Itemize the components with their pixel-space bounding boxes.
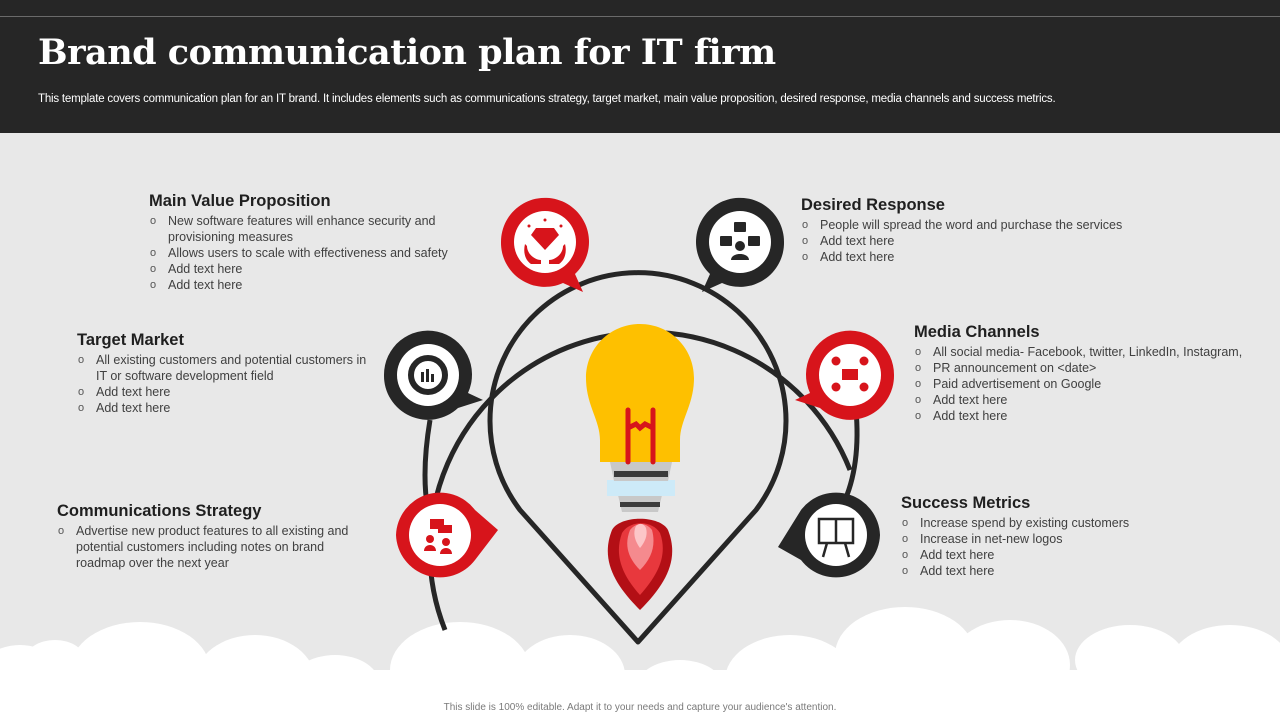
bullet-list: Advertise new product features to all ex…	[57, 523, 372, 571]
section-success-metrics: Success Metrics Increase spend by existi…	[901, 494, 1171, 579]
section-communications-strategy: Communications Strategy Advertise new pr…	[57, 502, 372, 571]
pin-target-market	[383, 330, 483, 420]
list-item: New software features will enhance secur…	[149, 213, 479, 245]
people-conversation-icon	[424, 519, 452, 554]
bullet-list: All social media- Facebook, twitter, Lin…	[914, 344, 1280, 424]
social-person-icon	[720, 222, 760, 260]
media-monitor-icon	[831, 356, 869, 392]
section-media-channels: Media Channels All social media- Faceboo…	[914, 323, 1280, 424]
lightbulb-rocket-icon	[586, 324, 694, 610]
section-title: Success Metrics	[901, 494, 1031, 512]
list-item: Increase in net-new logos	[901, 531, 1171, 547]
header-divider	[0, 16, 1280, 17]
page-subtitle: This template covers communication plan …	[38, 93, 1056, 105]
section-title: Target Market	[77, 331, 184, 349]
list-item: Add text here	[149, 261, 479, 277]
header-bar: Brand communication plan for IT firm Thi…	[0, 0, 1280, 133]
section-title: Main Value Proposition	[149, 192, 331, 210]
bullet-list: All existing customers and potential cus…	[77, 352, 377, 416]
list-item: Add text here	[914, 408, 1280, 424]
diamond-in-hands-icon	[524, 218, 566, 264]
bullet-list: New software features will enhance secur…	[149, 213, 479, 293]
list-item: Allows users to scale with effectiveness…	[149, 245, 479, 261]
section-title: Media Channels	[914, 323, 1040, 341]
section-title: Desired Response	[801, 196, 945, 214]
section-target-market: Target Market All existing customers and…	[77, 331, 377, 416]
list-item: Add text here	[801, 233, 1161, 249]
section-title: Communications Strategy	[57, 502, 262, 520]
location-pin-outline	[487, 270, 789, 645]
pin-main-value-proposition	[500, 197, 589, 292]
pin-success-metrics	[778, 492, 880, 578]
market-analytics-icon	[408, 355, 448, 395]
list-item: Add text here	[801, 249, 1161, 265]
bullet-list: Increase spend by existing customers Inc…	[901, 515, 1171, 579]
section-desired-response: Desired Response People will spread the …	[801, 196, 1161, 265]
list-item: Add text here	[914, 392, 1280, 408]
pin-media-channels	[795, 330, 895, 420]
bullet-list: People will spread the word and purchase…	[801, 217, 1161, 265]
section-main-value-proposition: Main Value Proposition New software feat…	[149, 192, 479, 293]
list-item: People will spread the word and purchase…	[801, 217, 1161, 233]
list-item: PR announcement on <date>	[914, 360, 1280, 376]
list-item: Paid advertisement on Google	[914, 376, 1280, 392]
list-item: Add text here	[149, 277, 479, 293]
list-item: Add text here	[77, 384, 377, 400]
list-item: Add text here	[901, 563, 1171, 579]
list-item: All existing customers and potential cus…	[77, 352, 377, 384]
list-item: Add text here	[77, 400, 377, 416]
list-item: Advertise new product features to all ex…	[57, 523, 372, 571]
pin-desired-response	[696, 197, 785, 292]
pin-communications-strategy	[396, 492, 498, 578]
cloud-decoration	[0, 607, 1280, 720]
list-item: Add text here	[901, 547, 1171, 563]
page-title: Brand communication plan for IT firm	[38, 32, 776, 73]
list-item: Increase spend by existing customers	[901, 515, 1171, 531]
footer-note: This slide is 100% editable. Adapt it to…	[443, 702, 837, 713]
presentation-board-icon	[817, 517, 855, 558]
list-item: All social media- Facebook, twitter, Lin…	[914, 344, 1280, 360]
